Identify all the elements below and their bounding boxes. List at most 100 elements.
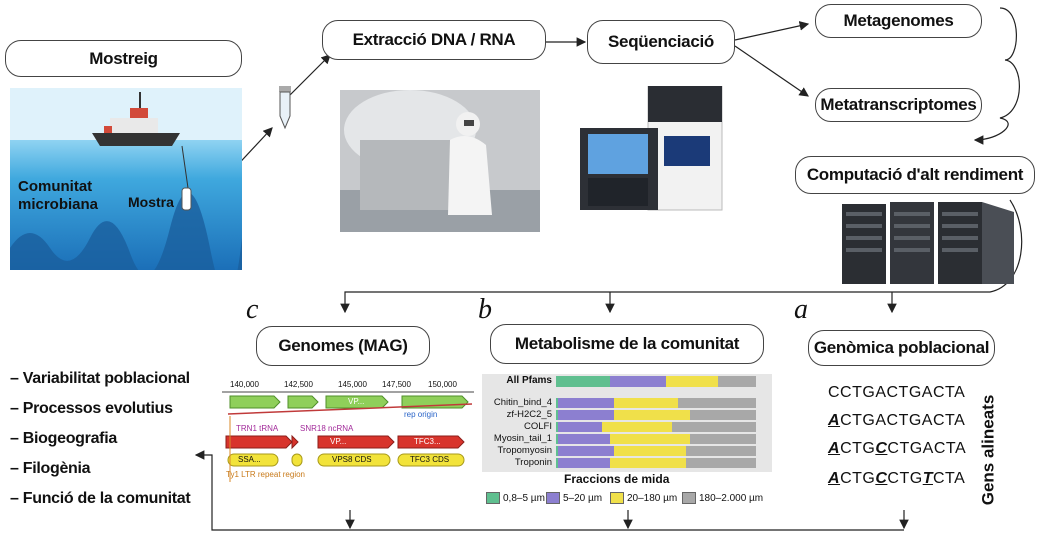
box-metabolisme: Metabolisme de la comunitat: [490, 324, 764, 364]
legend-item-1: 5–20 µm: [546, 492, 602, 504]
bar-1-1: [558, 398, 614, 408]
tick-2: 142,500: [284, 380, 313, 389]
test-tube-icon: [279, 86, 291, 130]
sample-label: Mostra: [128, 194, 174, 210]
category-label-3: COLFI: [524, 421, 552, 432]
box-mostreig: Mostreig: [5, 40, 242, 77]
bar-0-0: [556, 376, 610, 387]
bar-1-0: [556, 398, 558, 408]
tick-4: 147,500: [382, 380, 411, 389]
legend-label: 180–2.000 µm: [699, 492, 764, 504]
ocean-picture: [10, 88, 242, 296]
box-metagenomes: Metagenomes: [815, 4, 982, 38]
tick-3: 145,000: [338, 380, 367, 389]
feature-ncrna: SNR18 ncRNA: [300, 424, 354, 433]
outcome-5: – Funció de la comunitat: [10, 490, 191, 507]
bar-0-1: [610, 376, 666, 387]
bar-3-0: [556, 422, 558, 432]
sequencer-image: [580, 86, 723, 211]
bar-2-3: [690, 410, 756, 420]
bar-5-3: [686, 446, 756, 456]
bar-6-0: [556, 458, 558, 468]
feature-ty1: Ty1 LTR repeat region: [226, 470, 306, 479]
legend-item-0: 0,8–5 µm: [486, 492, 545, 504]
category-label-6: Troponin: [514, 457, 552, 468]
bar-6-3: [686, 458, 756, 468]
outcome-1: – Variabilitat poblacional: [10, 370, 190, 387]
box-genomica: Genòmica poblacional: [808, 330, 995, 366]
legend-label: 0,8–5 µm: [503, 492, 545, 504]
alignment-label: Gens alineats: [978, 394, 997, 506]
genome-map-graphic: [222, 391, 474, 482]
panel-letter-a: a: [794, 294, 808, 325]
legend-swatch: [486, 492, 500, 504]
bar-4-3: [690, 434, 756, 444]
community-label: Comunitat microbiana: [18, 178, 99, 213]
sequence-1: ACTGACTGACTA: [828, 412, 966, 429]
bar-6-1: [558, 458, 610, 468]
feature-rep-origin: rep origin: [404, 410, 438, 419]
feature-vps8: VPS8 CDS: [332, 455, 372, 464]
legend-swatch: [546, 492, 560, 504]
bar-3-1: [558, 422, 602, 432]
panel-letter-b: b: [478, 294, 492, 325]
legend-item-2: 20–180 µm: [610, 492, 677, 504]
feature-vp-1: VP...: [348, 397, 365, 406]
bar-0-3: [718, 376, 756, 387]
feature-trna: TRN1 tRNA: [236, 424, 279, 433]
server-rack-image: [842, 202, 1014, 284]
bar-2-0: [556, 410, 558, 420]
feature-vp-2: VP...: [330, 437, 347, 446]
category-label-2: zf-H2C2_5: [506, 409, 552, 420]
bar-2-2: [614, 410, 690, 420]
panel-letter-c: c: [246, 294, 259, 325]
legend-label: 20–180 µm: [627, 492, 678, 504]
feature-ssa: SSA...: [238, 455, 261, 464]
legend-item-3: 180–2.000 µm: [682, 492, 763, 504]
feature-tfc3-1: TFC3...: [414, 437, 441, 446]
legend-swatch: [682, 492, 696, 504]
legend-label: 5–20 µm: [563, 492, 603, 504]
box-extraccio: Extracció DNA / RNA: [322, 20, 546, 60]
pfam-bars: [556, 376, 756, 468]
category-label-1: Chitin_bind_4: [493, 397, 552, 408]
chart-xlabel: Fraccions de mida: [564, 472, 670, 486]
box-sequenciacio: Seqüenciació: [587, 20, 735, 64]
bar-6-2: [610, 458, 686, 468]
box-genomes: Genomes (MAG): [256, 326, 430, 366]
bar-5-0: [556, 446, 558, 456]
box-computacio: Computació d'alt rendiment: [795, 156, 1035, 194]
lab-photo: [340, 90, 540, 232]
category-label-4: Myosin_tail_1: [493, 433, 552, 444]
sequence-0: CCTGACTGACTA: [828, 384, 966, 401]
genome-map: 140,000 142,500 145,000 147,500 150,000 …: [222, 376, 476, 494]
sequence-3: ACTGCCTGTCTA: [828, 470, 966, 487]
sample-tube-icon: [181, 187, 192, 211]
sequence-2: ACTGCCTGACTA: [828, 440, 967, 457]
ocean-illustration: Comunitat microbiana Mostra: [10, 88, 242, 296]
outcome-3: – Biogeografia: [10, 430, 117, 447]
tick-5: 150,000: [428, 380, 457, 389]
bar-0-2: [666, 376, 718, 387]
bar-2-1: [558, 410, 614, 420]
tick-1: 140,000: [230, 380, 259, 389]
category-label-0: All Pfams: [506, 375, 552, 386]
legend-swatch: [610, 492, 624, 504]
category-label-5: Tropomyosin: [497, 445, 552, 456]
bar-3-3: [672, 422, 756, 432]
bar-3-2: [602, 422, 672, 432]
bar-1-3: [678, 398, 756, 408]
bar-5-1: [558, 446, 614, 456]
bar-4-1: [558, 434, 610, 444]
bar-1-2: [614, 398, 678, 408]
bar-4-2: [610, 434, 690, 444]
feature-tfc3-2: TFC3 CDS: [410, 455, 450, 464]
box-metatranscriptomes: Metatranscriptomes: [815, 88, 982, 122]
bar-4-0: [556, 434, 558, 444]
bar-5-2: [614, 446, 686, 456]
ship-icon: [92, 92, 180, 146]
outcome-4: – Filogènia: [10, 460, 91, 477]
outcome-2: – Processos evolutius: [10, 400, 173, 417]
